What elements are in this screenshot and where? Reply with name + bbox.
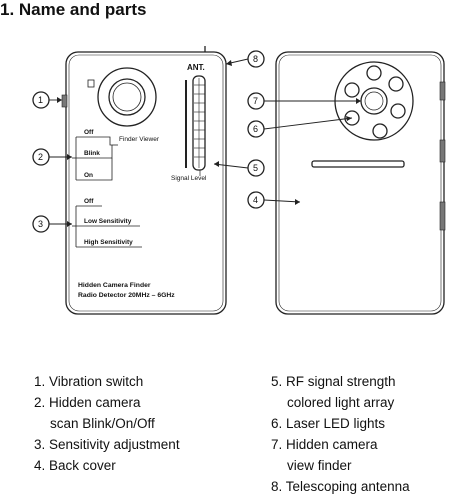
laser-led <box>344 82 360 98</box>
laser-led <box>388 76 404 92</box>
back-slot <box>311 160 405 168</box>
legend-item-8: 8. Telescoping antenna <box>271 479 410 494</box>
callout-8: 8 <box>253 54 259 64</box>
legend-item-6: 6. Laser LED lights <box>271 416 386 431</box>
legend-item-7: 7. Hidden camera <box>271 437 378 452</box>
front-device-body <box>65 51 227 315</box>
laser-led <box>372 123 388 139</box>
legend-item-7-cont: view finder <box>287 458 352 473</box>
laser-led <box>366 65 382 81</box>
sensitivity-option-high: High Sensitivity <box>84 239 133 246</box>
antenna-label: ANT. <box>187 63 205 72</box>
finder-viewer-label: Finder Viewer <box>119 136 159 143</box>
sensitivity-option-low: Low Sensitivity <box>84 218 132 225</box>
product-name-line1: Hidden Camera Finder <box>78 282 151 289</box>
signal-level-bar <box>192 75 206 171</box>
laser-led <box>390 103 406 119</box>
laser-led <box>344 110 360 126</box>
scan-option-off: Off <box>84 129 94 136</box>
back-device-body <box>275 51 445 315</box>
product-name-line2: Radio Detector 20MHz – 6GHz <box>78 292 175 299</box>
finder-viewer-lens <box>97 67 157 127</box>
legend-left: 1. Vibration switch 2. Hidden camera sca… <box>34 371 180 476</box>
legend-right: 5. RF signal strength colored light arra… <box>271 371 410 497</box>
callout-3: 3 <box>38 219 44 229</box>
callout-6: 6 <box>253 124 259 134</box>
callout-5: 5 <box>253 163 259 173</box>
sensitivity-option-off: Off <box>84 198 94 205</box>
legend-item-4: 4. Back cover <box>34 458 116 473</box>
legend-item-2-cont: scan Blink/On/Off <box>50 416 155 431</box>
signal-level-label: Signal Level <box>171 175 207 182</box>
callout-7: 7 <box>253 96 259 106</box>
scan-option-blink: Blink <box>84 150 100 157</box>
legend-item-1: 1. Vibration switch <box>34 374 144 389</box>
callout-4: 4 <box>253 195 259 205</box>
legend-item-3: 3. Sensitivity adjustment <box>34 437 180 452</box>
callout-2: 2 <box>38 152 44 162</box>
legend-item-5-cont: colored light array <box>287 395 395 410</box>
callout-1: 1 <box>38 95 44 105</box>
scan-option-on: On <box>84 172 94 179</box>
legend-item-2: 2. Hidden camera <box>34 395 141 410</box>
legend-item-5: 5. RF signal strength <box>271 374 396 389</box>
section-heading: 1. Name and parts <box>0 0 147 19</box>
vibration-switch <box>61 94 68 108</box>
